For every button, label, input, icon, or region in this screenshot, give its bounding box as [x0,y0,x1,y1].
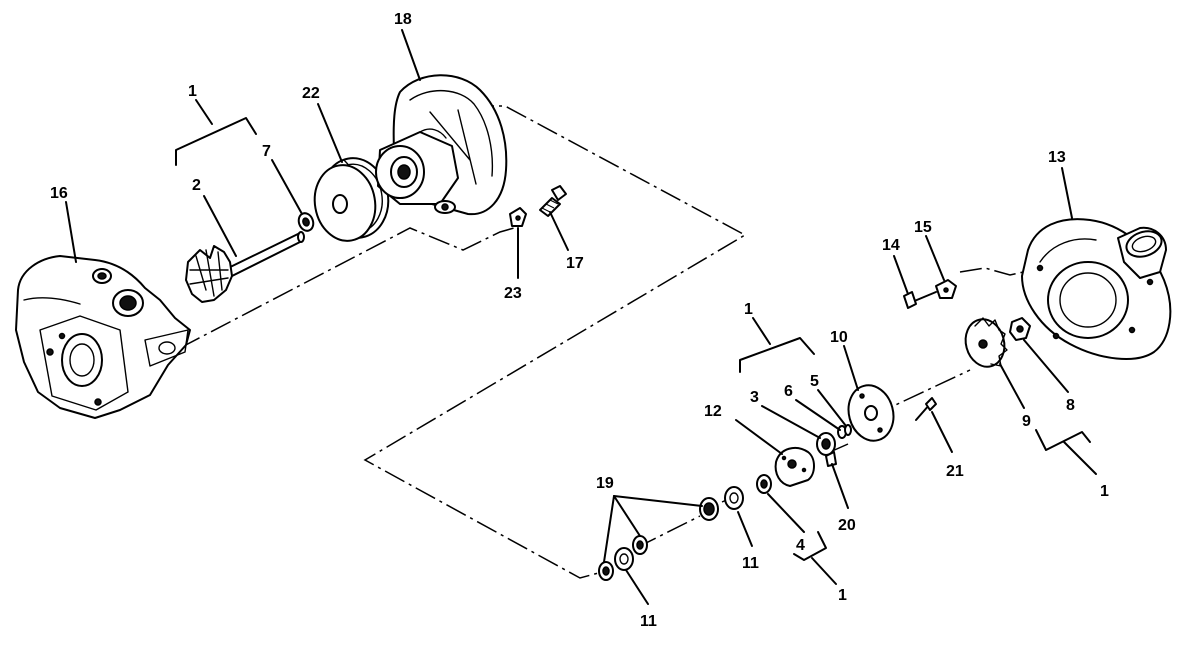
lock-plate-15 [935,279,957,299]
callout-22: 22 [302,85,320,102]
callout-18: 18 [394,11,412,28]
bolt-14 [903,291,937,309]
retaining-ring-19-a [699,497,719,521]
bolt-17 [539,185,567,217]
assembly-centerline [179,105,1033,579]
callout-10: 10 [830,329,848,346]
callout-8: 8 [1066,397,1075,414]
backplate-18 [375,74,508,216]
callout-21: 21 [946,463,964,480]
ring-4 [756,474,772,494]
callout-7: 7 [262,143,271,160]
turbine-housing-16 [15,255,191,419]
callout-1-right: 1 [1100,483,1109,500]
callout-1-bottom: 1 [838,587,847,604]
callout-1: 1 [188,83,197,100]
callout-6: 6 [784,383,793,400]
bearing-11-lower [614,547,634,571]
callout-3: 3 [750,389,759,406]
callout-5: 5 [810,373,819,390]
callout-23: 23 [504,285,522,302]
callout-19: 19 [596,475,614,492]
seal-ring-7 [297,212,315,232]
retaining-ring-19-c [598,561,614,581]
callout-12: 12 [704,403,722,420]
callout-labels: 1 2 7 22 18 16 23 17 13 14 15 1 10 5 6 3… [50,11,1109,630]
turbine-wheel-shaft-2 [185,231,305,303]
sleeve-3 [816,432,836,456]
retaining-ring-19-b [632,535,648,555]
compressor-wheel-9 [964,317,1008,368]
callout-9: 9 [1022,413,1031,430]
pin-20 [825,451,837,467]
thrust-collar-10 [847,384,895,442]
callout-2: 2 [192,177,201,194]
lock-plate-23 [509,207,527,227]
callout-16: 16 [50,185,68,202]
bearing-11-upper [724,486,744,510]
callout-15: 15 [914,219,932,236]
spring-5 [844,424,852,436]
callout-13: 13 [1048,149,1066,166]
callout-17: 17 [566,255,584,272]
callout-11-upper: 11 [742,555,759,572]
callout-14: 14 [882,237,900,254]
leader-lines [65,29,1097,605]
nut-8 [1009,317,1031,341]
callout-4: 4 [796,537,805,554]
callout-20: 20 [838,517,856,534]
compressor-housing-13 [1021,218,1172,360]
callout-11-lower: 11 [640,613,657,630]
callout-1-mid: 1 [744,301,753,318]
thrust-bearing-12 [774,446,815,487]
seal-plate-22 [313,157,390,242]
screw-21 [915,397,937,421]
